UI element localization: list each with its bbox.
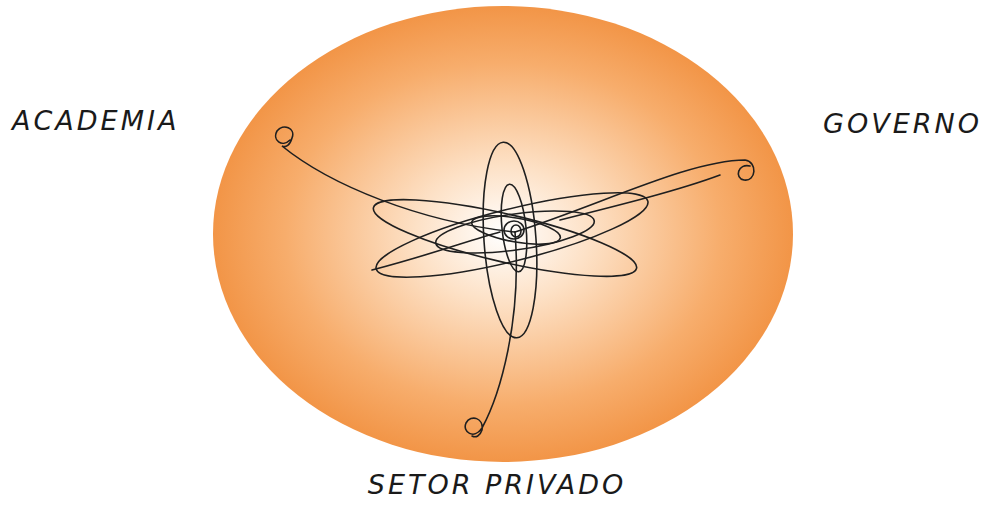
- sector-label: GOVERNO: [823, 109, 982, 139]
- loop: [433, 203, 596, 261]
- helix-lines: [276, 127, 754, 437]
- loop: [470, 210, 563, 249]
- loop: [477, 140, 543, 339]
- loop: [368, 184, 642, 292]
- sector-label: SETOR PRIVADO: [368, 470, 626, 500]
- loop: [504, 221, 524, 239]
- loop: [511, 225, 521, 237]
- sphere: [213, 6, 793, 462]
- sector-label: ACADEMIA: [12, 106, 179, 136]
- cross-strand: [372, 175, 720, 270]
- governo-strand: [515, 160, 754, 232]
- loop: [497, 183, 530, 273]
